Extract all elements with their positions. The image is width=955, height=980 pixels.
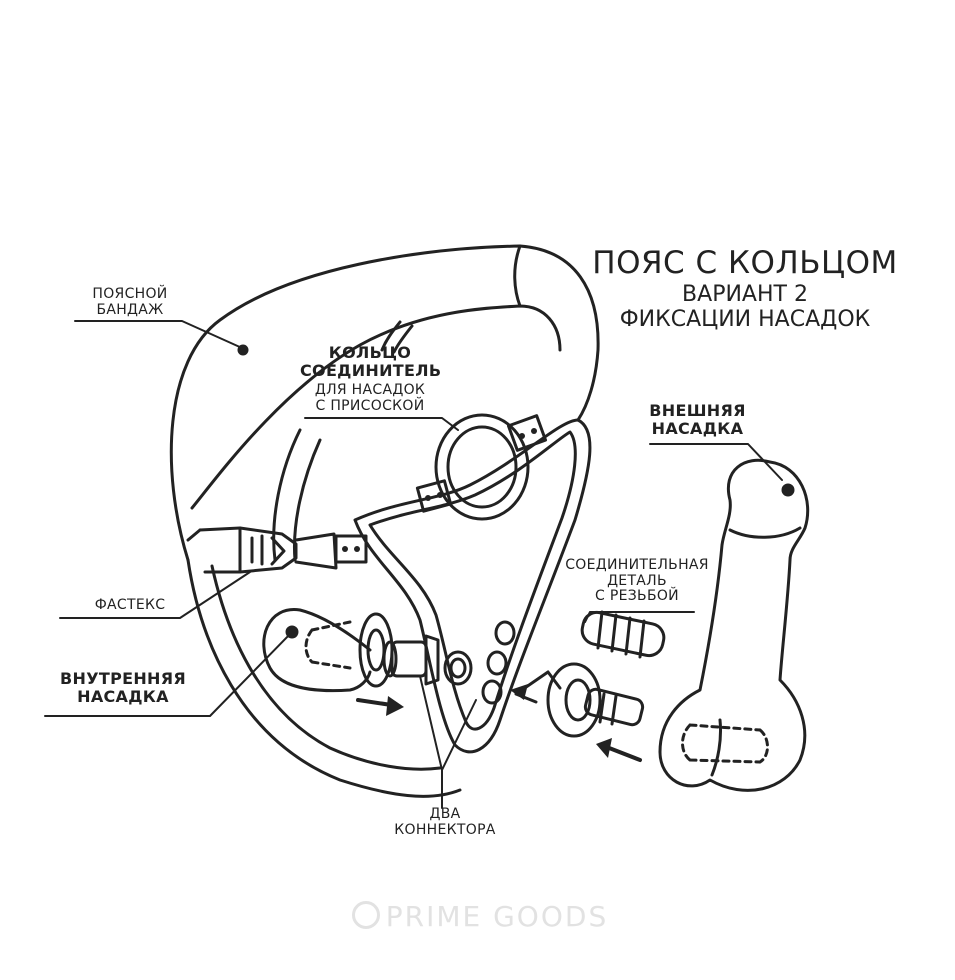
threaded-connector-threads (596, 610, 646, 659)
arrow-left-icon (602, 744, 642, 762)
title-line-2: ВАРИАНТ 2 (682, 281, 808, 307)
suction-base-outer (546, 662, 602, 738)
ring-tab-right (506, 414, 548, 452)
outer-attachment-fold (710, 718, 722, 777)
outer-attachment-hidden-peg (681, 723, 769, 764)
diagram-title: ПОЯС С КОЛЬЦОМ ВАРИАНТ 2 ФИКСАЦИИ НАСАДО… (560, 245, 930, 332)
plate-hole-2 (486, 650, 508, 676)
front-plate (353, 418, 592, 754)
ring-connector-outer (434, 413, 530, 521)
fastex-buckle-detail (250, 534, 286, 566)
label-fastex: ФАСТЕКС (94, 597, 166, 613)
label-outer-attachment: ВНЕШНЯЯ НАСАДКА (649, 401, 746, 438)
fastex-buckle-male (294, 532, 338, 570)
outer-connector-threads (598, 692, 618, 726)
label-two-connectors: ДВА КОННЕКТОРА (394, 806, 496, 838)
outer-attachment-tip (781, 483, 795, 497)
label-ring-connector-sub: ДЛЯ НАСАДОК С ПРИСОСКОЙ (314, 382, 426, 414)
leg-strap-inner (210, 564, 442, 771)
fastex-buckle-female (238, 526, 298, 574)
leader-inner-attachment (44, 631, 293, 717)
leader-two-connectors (419, 675, 477, 809)
fastex-strap (186, 526, 242, 574)
threaded-connector (580, 610, 666, 658)
suction-base-inner (564, 678, 592, 722)
title-line-3: ФИКСАЦИИ НАСАДОК (619, 306, 871, 332)
plate-slot-inner (449, 657, 467, 679)
leader-ring-connector (304, 417, 459, 431)
plate-hole-1 (494, 620, 516, 646)
label-threaded-connector: СОЕДИНИТЕЛЬНАЯ ДЕТАЛЬ С РЕЗЬБОЙ (565, 557, 709, 605)
waist-band-fold (513, 244, 522, 308)
label-inner-attachment: ВНУТРЕННЯЯ НАСАДКА (60, 669, 186, 706)
waist-band-outer-edge (169, 244, 600, 562)
buckle-tab (334, 534, 368, 564)
title-main: ПОЯС С КОЛЬЦОМ (592, 245, 898, 281)
leader-threaded (584, 611, 695, 623)
label-waist-band: ПОЯСНОЙ БАНДАЖ (92, 286, 168, 318)
outer-attachment-body (658, 458, 810, 792)
front-plate-inner-line (368, 430, 577, 731)
label-ring-connector: КОЛЬЦО СОЕДИНИТЕЛЬ (300, 343, 442, 380)
inner-connector-collar (424, 634, 440, 686)
watermark: PRIME GOODS (330, 900, 630, 933)
leader-waist-band (74, 320, 243, 349)
watermark-logo-icon (351, 901, 380, 929)
ring-connector-inner (446, 425, 518, 509)
inner-attachment-hidden-peg (304, 620, 352, 670)
ring-tab-left (415, 479, 453, 513)
plate-slot (443, 650, 473, 686)
inner-connector-cap (382, 640, 398, 678)
waist-band-inner-edge (190, 304, 562, 510)
leader-outer-attachment (649, 443, 783, 481)
watermark-text: PRIME GOODS (385, 900, 609, 933)
inner-attachment-body (262, 608, 372, 693)
outer-attachment-head-line (728, 526, 802, 539)
leg-strap-outer (186, 558, 462, 798)
waist-band-stitch (380, 320, 414, 354)
outer-connector-peg (583, 687, 645, 727)
leader-fastex (59, 571, 251, 619)
plate-hole-3 (481, 679, 503, 705)
